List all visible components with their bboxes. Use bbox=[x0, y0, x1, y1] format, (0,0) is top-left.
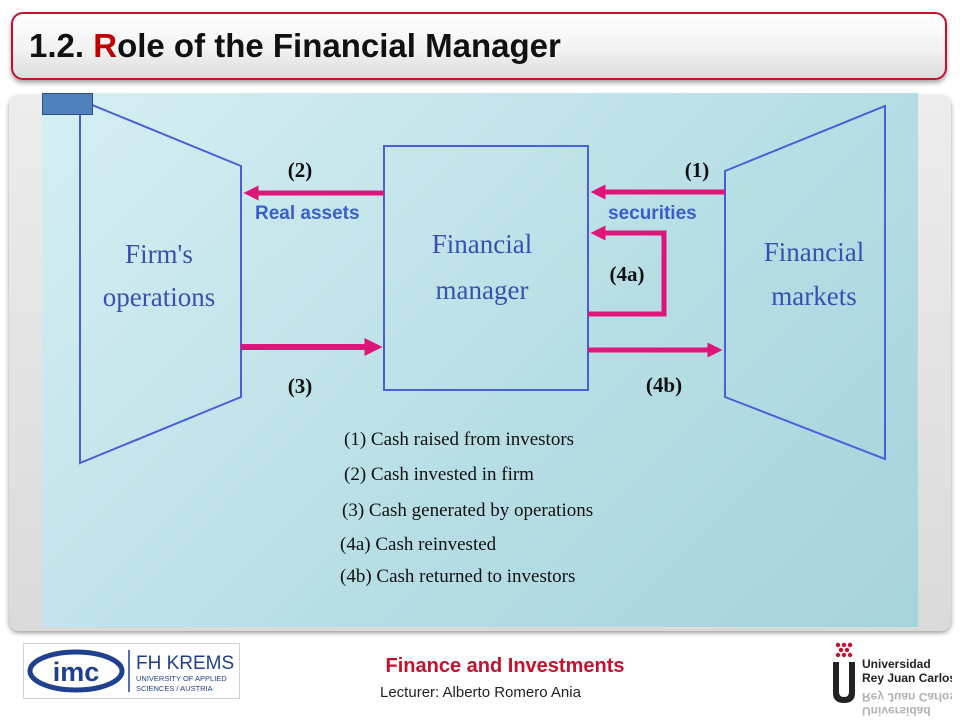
financial-manager-label-2: manager bbox=[436, 275, 529, 305]
financial-markets-label-2: markets bbox=[771, 281, 856, 311]
title-number: 1.2. bbox=[29, 27, 94, 64]
course-name: Finance and Investments bbox=[385, 655, 625, 677]
financial-manager-label-1: Financial bbox=[432, 229, 532, 259]
title-bar: 1.2. Role of the Financial Manager bbox=[11, 12, 947, 80]
flow-4b-label: (4b) bbox=[646, 373, 682, 397]
flow-diagram: Firm's operations Financial manager Fina… bbox=[79, 98, 886, 587]
urjc-reflection-2: Universidad bbox=[862, 704, 931, 717]
imc-logo-text: imc bbox=[53, 657, 100, 687]
lecturer-name: Lecturer: Alberto Romero Ania bbox=[380, 684, 581, 701]
urjc-text-1: Universidad bbox=[862, 657, 931, 671]
firms-operations-label-1: Firm's bbox=[125, 239, 193, 269]
securities-label: securities bbox=[608, 203, 697, 224]
corner-square bbox=[42, 93, 93, 115]
arrow-flow-4a bbox=[588, 225, 667, 317]
legend-item: (3) Cash generated by operations bbox=[342, 500, 593, 521]
flow-2-label: (2) bbox=[288, 158, 313, 182]
real-assets-label: Real assets bbox=[255, 203, 360, 224]
fh-krems-text: FH KREMS bbox=[136, 653, 234, 674]
firms-operations-shape bbox=[79, 98, 242, 465]
financial-manager-box bbox=[383, 145, 589, 391]
title-initial: R bbox=[93, 27, 118, 64]
flow-4a-label: (4a) bbox=[610, 262, 645, 286]
financial-markets-label-1: Financial bbox=[764, 237, 864, 267]
legend-item: (1) Cash raised from investors bbox=[344, 429, 574, 450]
financial-markets-shape bbox=[724, 104, 886, 461]
fh-krems-sub-2: SCIENCES / AUSTRIA bbox=[136, 684, 213, 693]
legend-item: (4a) Cash reinvested bbox=[340, 534, 497, 555]
diagram-background bbox=[42, 93, 918, 627]
imc-fh-krems-logo: imc FH KREMS UNIVERSITY OF APPLIED SCIEN… bbox=[23, 643, 240, 699]
flow-1-label: (1) bbox=[685, 158, 710, 182]
urjc-logo: Universidad Rey Juan Carlos Rey Juan Car… bbox=[832, 641, 956, 718]
legend-item: (2) Cash invested in firm bbox=[344, 464, 534, 485]
flow-3-label: (3) bbox=[288, 374, 313, 398]
fh-krems-sub-1: UNIVERSITY OF APPLIED bbox=[136, 674, 227, 683]
urjc-reflection-1: Rey Juan Carlos bbox=[862, 690, 952, 704]
urjc-text-2: Rey Juan Carlos bbox=[862, 671, 952, 685]
firms-operations-label-2: operations bbox=[103, 282, 215, 312]
legend-item: (4b) Cash returned to investors bbox=[340, 566, 575, 587]
slide-title: 1.2. Role of the Financial Manager bbox=[29, 27, 561, 65]
title-rest: ole of the Financial Manager bbox=[117, 27, 561, 64]
